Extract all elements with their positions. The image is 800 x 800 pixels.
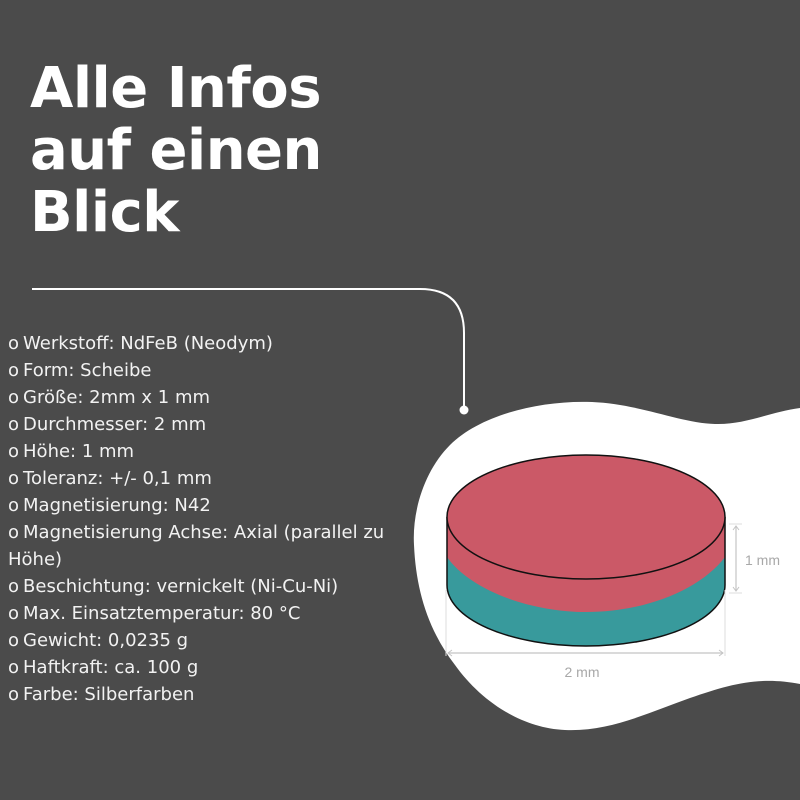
height-arrow-down-icon [732, 586, 740, 592]
magnet-outline [446, 517, 726, 647]
bullet-icon: o [8, 522, 20, 543]
bullet-icon: o [8, 603, 20, 624]
connector-line [32, 288, 465, 410]
bullet-icon: o [8, 657, 20, 678]
width-label: 2 mm [565, 664, 600, 680]
bullet-icon: o [8, 495, 20, 516]
bullet-icon: o [8, 360, 20, 381]
bullet-icon: o [8, 576, 20, 597]
title-line-3: Blick [30, 180, 180, 245]
connector-dot [459, 405, 469, 415]
title-line-2: auf einen [30, 118, 322, 183]
magnet-top-face [446, 454, 726, 580]
bullet-icon: o [8, 684, 20, 705]
bullet-icon: o [8, 387, 20, 408]
bullet-icon: o [8, 414, 20, 435]
height-label: 1 mm [745, 552, 780, 568]
title-line-1: Alle Infos [30, 56, 322, 121]
height-arrow-up-icon [732, 525, 740, 531]
page-title: Alle Infos auf einen Blick [30, 58, 322, 244]
bullet-icon: o [8, 441, 20, 462]
width-arrow-left-icon [447, 649, 453, 657]
bullet-icon: o [8, 333, 20, 354]
width-arrow-right-icon [718, 649, 724, 657]
bullet-icon: o [8, 468, 20, 489]
bullet-icon: o [8, 630, 20, 651]
